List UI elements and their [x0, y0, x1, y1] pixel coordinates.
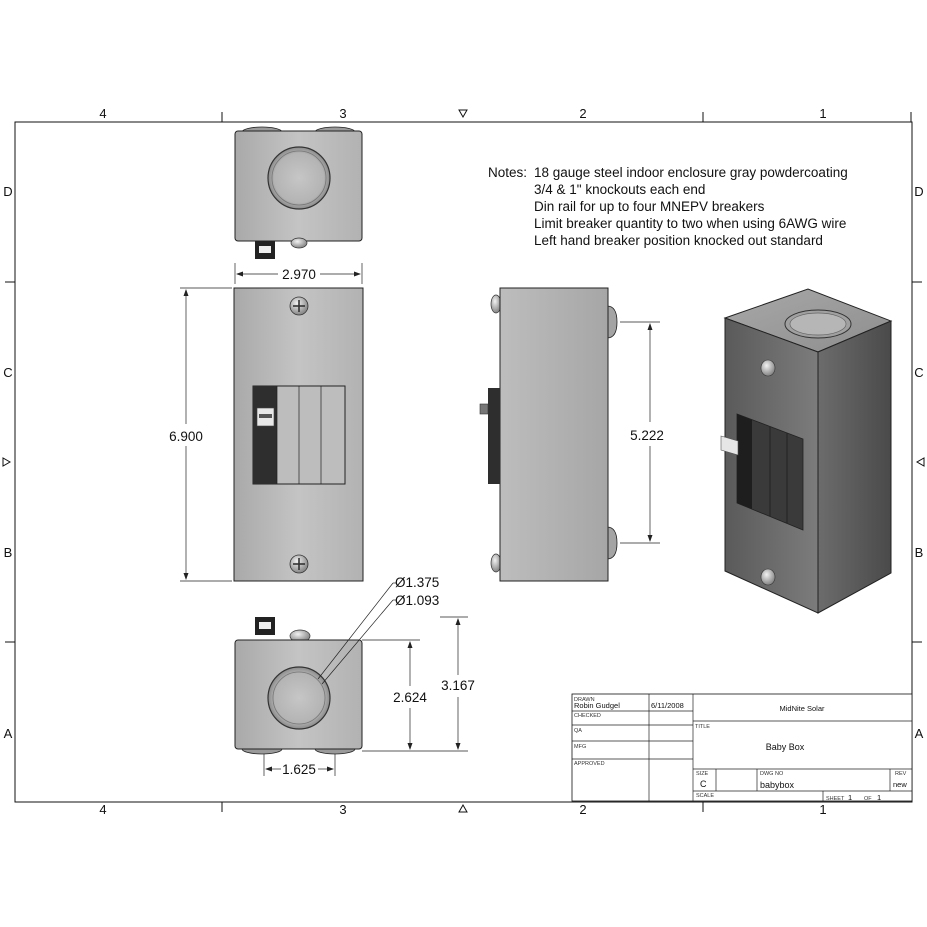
- dim-height-label: 6.900: [169, 429, 203, 444]
- tb-drawn-date: 6/11/2008: [651, 701, 684, 710]
- top-knockout: [267, 146, 331, 210]
- zone-right-c: C: [914, 365, 923, 380]
- tb-checked-label: CHECKED: [574, 713, 601, 719]
- drawing-border: [2, 109, 925, 813]
- zone-left-a: A: [4, 726, 13, 741]
- dim-end-depth-label: 2.624: [393, 690, 427, 705]
- notes-prefix: Notes:: [488, 165, 527, 180]
- tb-scale-label: SCALE: [696, 793, 714, 799]
- zone-top-2: 2: [579, 106, 586, 121]
- zone-bottom-1: 1: [819, 802, 826, 817]
- tb-title: Baby Box: [766, 742, 805, 752]
- tb-rev-label: REV: [895, 771, 907, 777]
- dim-side-height: 5.222: [620, 321, 664, 544]
- tb-drawn-label: DRAWN: [574, 697, 595, 703]
- front-screw-top: [289, 296, 309, 316]
- zone-top-1: 1: [819, 106, 826, 121]
- title-block: DRAWN Robin Gudgel 6/11/2008 CHECKED QA …: [571, 693, 913, 802]
- front-screw-bottom: [289, 554, 309, 574]
- dim-knockout-offset: 1.625: [263, 754, 336, 777]
- breaker: [253, 386, 277, 484]
- tb-company: MidNite Solar: [779, 704, 825, 713]
- zone-top-3: 3: [339, 106, 346, 121]
- note-line-1: 18 gauge steel indoor enclosure gray pow…: [534, 165, 848, 180]
- zone-right-d: D: [914, 184, 923, 199]
- zone-left-d: D: [3, 184, 12, 199]
- dim-width: 2.970: [234, 263, 363, 284]
- note-line-2: 3/4 & 1" knockouts each end: [534, 182, 705, 197]
- tb-qa-label: QA: [574, 728, 582, 734]
- breaker-panel: [252, 385, 346, 485]
- note-line-3: Din rail for up to four MNEPV breakers: [534, 199, 765, 214]
- tb-approved-label: APPROVED: [574, 761, 605, 767]
- tb-mfg-label: MFG: [574, 744, 586, 750]
- tb-size-label: SIZE: [696, 771, 709, 777]
- tb-of-label: OF: [864, 796, 872, 802]
- tb-sheet-label: SHEET: [826, 796, 845, 802]
- dim-knockout-large: Ø1.375: [395, 575, 439, 590]
- tb-drawn-by: Robin Gudgel: [574, 701, 620, 710]
- dim-knockout-offset-label: 1.625: [282, 762, 316, 777]
- zone-bottom-3: 3: [339, 802, 346, 817]
- zone-bottom-4: 4: [99, 802, 106, 817]
- dim-width-label: 2.970: [282, 267, 316, 282]
- zone-top-4: 4: [99, 106, 106, 121]
- dim-side-height-label: 5.222: [630, 428, 664, 443]
- note-line-5: Left hand breaker position knocked out s…: [534, 233, 823, 248]
- zone-bottom-2: 2: [579, 802, 586, 817]
- tb-sheet-total: 1: [877, 793, 881, 802]
- zone-right-a: A: [915, 726, 924, 741]
- bottom-view: [234, 617, 363, 755]
- isometric-view: [720, 288, 893, 614]
- zone-labels: 4 3 2 1 4 3 2 1 D C B A D C B A: [3, 106, 923, 817]
- tb-sheet: 1: [848, 793, 852, 802]
- front-view: [233, 287, 364, 582]
- dim-end-depth: 2.624: [362, 639, 468, 752]
- dim-end-overall: 3.167: [440, 616, 475, 750]
- knockout-leaders: Ø1.375 Ø1.093: [317, 575, 439, 685]
- dim-knockout-small: Ø1.093: [395, 593, 439, 608]
- zone-left-c: C: [3, 365, 12, 380]
- zone-left-b: B: [4, 545, 13, 560]
- bottom-knockout: [267, 666, 331, 730]
- tb-dwg-label: DWG NO: [760, 771, 784, 777]
- tb-size: C: [700, 779, 707, 789]
- tb-rev: new: [893, 780, 907, 789]
- side-breaker: [488, 388, 500, 484]
- side-view: [479, 287, 618, 582]
- note-line-4: Limit breaker quantity to two when using…: [534, 216, 846, 231]
- top-view: [234, 126, 363, 259]
- tb-title-label: TITLE: [695, 724, 710, 730]
- dim-height: 6.900: [169, 287, 232, 582]
- dim-end-overall-label: 3.167: [441, 678, 475, 693]
- notes-block: Notes: 18 gauge steel indoor enclosure g…: [488, 165, 848, 248]
- tb-dwg-no: babybox: [760, 780, 795, 790]
- zone-right-b: B: [915, 545, 924, 560]
